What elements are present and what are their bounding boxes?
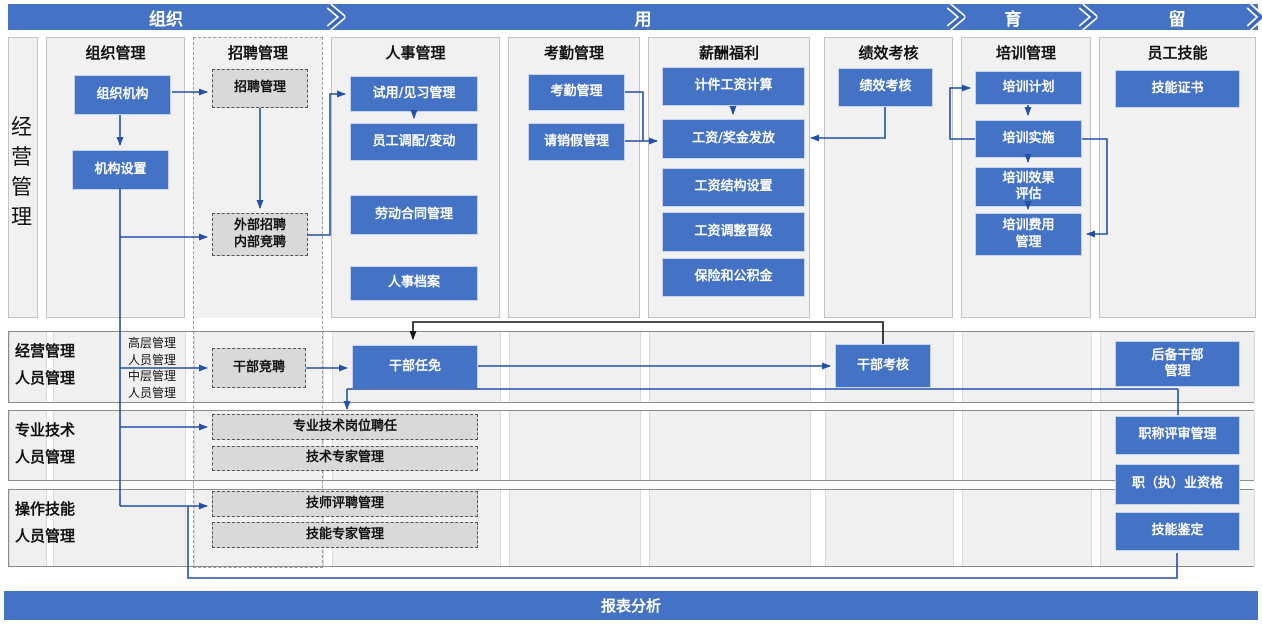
banner-label-develop: 育	[1004, 9, 1022, 30]
column-strip	[962, 411, 1092, 480]
row-operational-personnel: 操作技能 人员管理	[8, 489, 1255, 567]
box-org-setting: 机构设置	[72, 150, 169, 190]
left-vertical-label: 经营管理	[11, 115, 32, 229]
column-strip	[962, 332, 1092, 402]
box-labor-contract: 劳动合同管理	[350, 195, 478, 235]
box-skill-cert: 技能证书	[1115, 70, 1240, 108]
box-cadre-appoint: 干部任免	[352, 345, 478, 389]
footer-label: 报表分析	[600, 597, 661, 615]
box-train-cost: 培训费用 管理	[975, 213, 1082, 256]
box-title-review: 职称评审管理	[1115, 416, 1240, 455]
column-header-hr: 人事管理	[385, 44, 446, 62]
box-tech-expert: 技术专家管理	[212, 446, 478, 471]
column-strip	[825, 490, 954, 566]
box-transfer: 员工调配/变动	[350, 123, 478, 161]
column-header-recruit: 招聘管理	[227, 44, 288, 62]
box-skill-expert: 技能专家管理	[212, 522, 478, 548]
column-header-salary: 薪酬福利	[698, 44, 759, 62]
column-strip	[509, 411, 641, 480]
banner-label-retain: 留	[1168, 9, 1186, 30]
box-wage-structure: 工资结构设置	[662, 168, 805, 207]
column-header-org: 组织管理	[85, 44, 146, 62]
box-attendance: 考勤管理	[528, 74, 625, 111]
row-label-management: 经营管理 人员管理	[15, 342, 76, 387]
box-perf-eval: 绩效考核	[838, 68, 933, 107]
column-strip	[509, 332, 641, 402]
column-strip	[9, 411, 47, 480]
column-strip	[825, 411, 954, 480]
box-org-structure: 组织机构	[74, 75, 171, 115]
box-personnel-file: 人事档案	[350, 266, 478, 301]
box-leave: 请销假管理	[528, 123, 625, 161]
panel-left-label	[8, 37, 38, 318]
column-strip	[649, 490, 811, 566]
column-header-performance: 绩效考核	[858, 44, 919, 62]
box-ext-recruit: 外部招聘 内部竞聘	[212, 213, 308, 256]
box-wage-adjust: 工资调整晋级	[662, 212, 805, 252]
box-probation: 试用/见习管理	[350, 76, 478, 112]
box-train-plan: 培训计划	[975, 71, 1082, 105]
column-header-skill: 员工技能	[1147, 44, 1208, 62]
box-piece-wage: 计件工资计算	[662, 67, 805, 106]
box-recruit-mgmt: 招聘管理	[212, 69, 308, 108]
box-prof-post: 专业技术岗位聘任	[212, 414, 478, 440]
box-prof-qualification: 职（执）业资格	[1115, 464, 1240, 505]
banner-label-organize: 组织	[149, 9, 183, 30]
box-wage-pay: 工资/奖金发放	[662, 119, 805, 159]
column-strip	[962, 490, 1092, 566]
box-technician-review: 技师评聘管理	[212, 491, 478, 517]
box-skill-appraisal: 技能鉴定	[1115, 512, 1240, 551]
column-strip	[649, 332, 811, 402]
column-strip	[509, 490, 641, 566]
row-label-professional: 专业技术 人员管理	[15, 421, 76, 466]
column-strip	[649, 411, 811, 480]
box-insurance: 保险和公积金	[662, 258, 805, 297]
column-header-training: 培训管理	[995, 44, 1056, 62]
box-reserve-cadre: 后备干部 管理	[1115, 341, 1240, 387]
top-banner-bar	[8, 4, 1258, 30]
column-strip	[9, 490, 47, 566]
row-label-operational: 操作技能 人员管理	[15, 500, 76, 545]
footer-banner: 报表分析	[4, 591, 1258, 620]
row-professional-personnel: 专业技术 人员管理	[8, 410, 1255, 481]
column-strip	[9, 332, 47, 402]
row-management-personnel: 经营管理 人员管理 高层管理 人员管理 中层管理 人员管理	[8, 331, 1255, 403]
banner-label-use: 用	[634, 9, 652, 30]
box-cadre-assess: 干部考核	[835, 344, 931, 388]
box-train-impl: 培训实施	[975, 120, 1082, 158]
column-header-attendance: 考勤管理	[543, 44, 604, 62]
row-note-management-levels: 高层管理 人员管理 中层管理 人员管理	[128, 336, 177, 400]
box-cadre-compete: 干部竞聘	[212, 348, 306, 388]
box-train-effect: 培训效果 评估	[975, 167, 1082, 207]
